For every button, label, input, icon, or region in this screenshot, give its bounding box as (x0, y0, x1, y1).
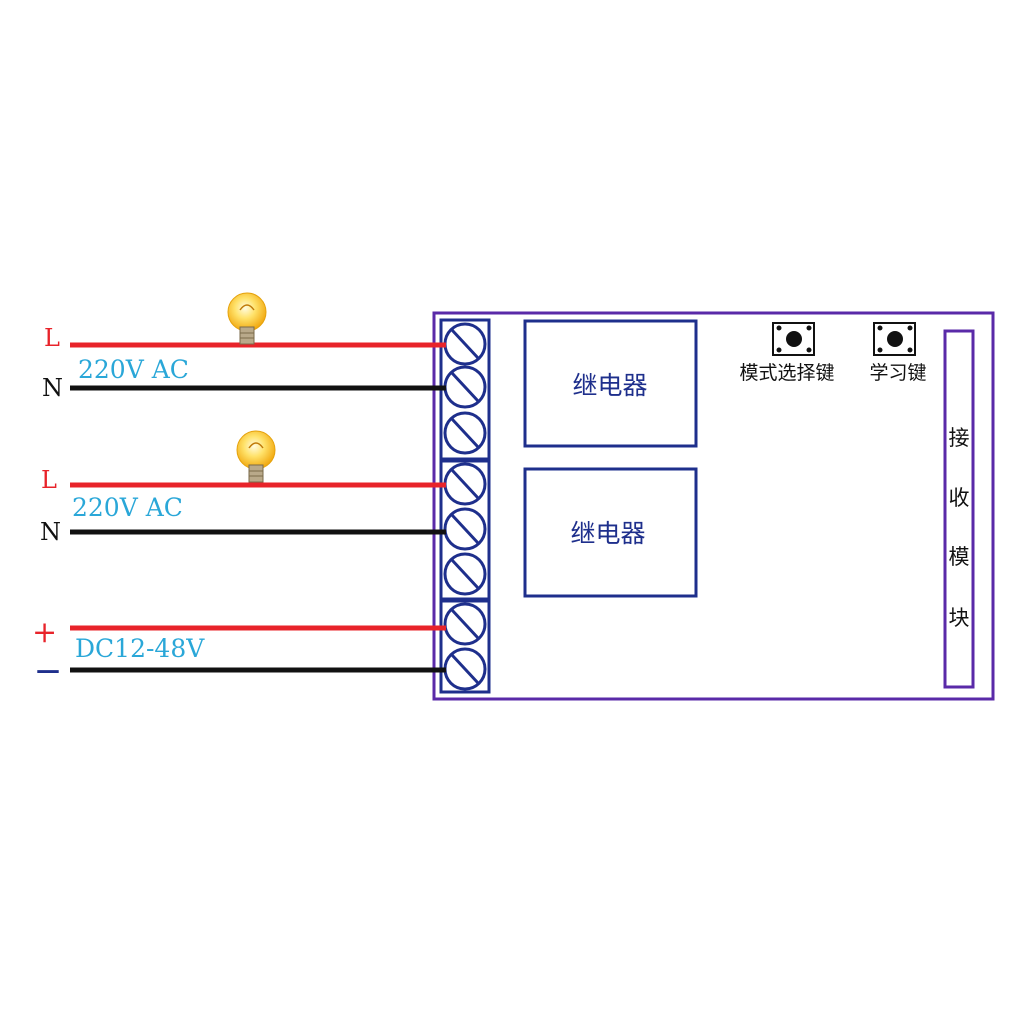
receiver-module-char: 收 (949, 486, 970, 510)
receiver-module-char: 模 (949, 545, 970, 569)
relay-1 (523, 319, 698, 448)
bulbs (227, 292, 276, 483)
learn-button-label: 学习键 (869, 362, 926, 384)
terminal-screw (443, 552, 487, 596)
circuit-2-neutral-label: N (40, 518, 61, 546)
receiver-module-char: 接 (949, 426, 970, 450)
circuit-2-voltage-label: 220V AC (72, 493, 183, 522)
receiver-module-char: 块 (949, 606, 970, 630)
receiver-module (943, 329, 975, 689)
circuit-1-live-label: L (44, 324, 60, 352)
mode-select-button (772, 322, 815, 356)
mode-select-button-label: 模式选择键 (739, 362, 834, 384)
learn-button (873, 322, 916, 356)
dc-voltage-label: DC12-48V (75, 634, 205, 663)
terminal-screw (443, 462, 487, 506)
relay-2-label: 继电器 (570, 519, 645, 548)
relay-1-label: 继电器 (572, 371, 647, 400)
terminal-screw (443, 322, 487, 366)
terminal-screw (443, 647, 487, 691)
terminal-screw (443, 602, 487, 646)
wires (70, 342, 446, 673)
dc-positive-label: + (32, 615, 57, 650)
terminal-screw (443, 411, 487, 455)
light-bulb-icon (227, 292, 267, 345)
circuit-2-live-label: L (41, 466, 57, 494)
light-bulb-icon (236, 430, 276, 483)
terminal-screw (443, 507, 487, 551)
circuit-1-neutral-label: N (42, 374, 63, 402)
terminal-screw (443, 365, 487, 409)
circuit-1-voltage-label: 220V AC (78, 355, 189, 384)
dc-negative-label: — (36, 655, 60, 684)
relay-2 (523, 467, 698, 598)
